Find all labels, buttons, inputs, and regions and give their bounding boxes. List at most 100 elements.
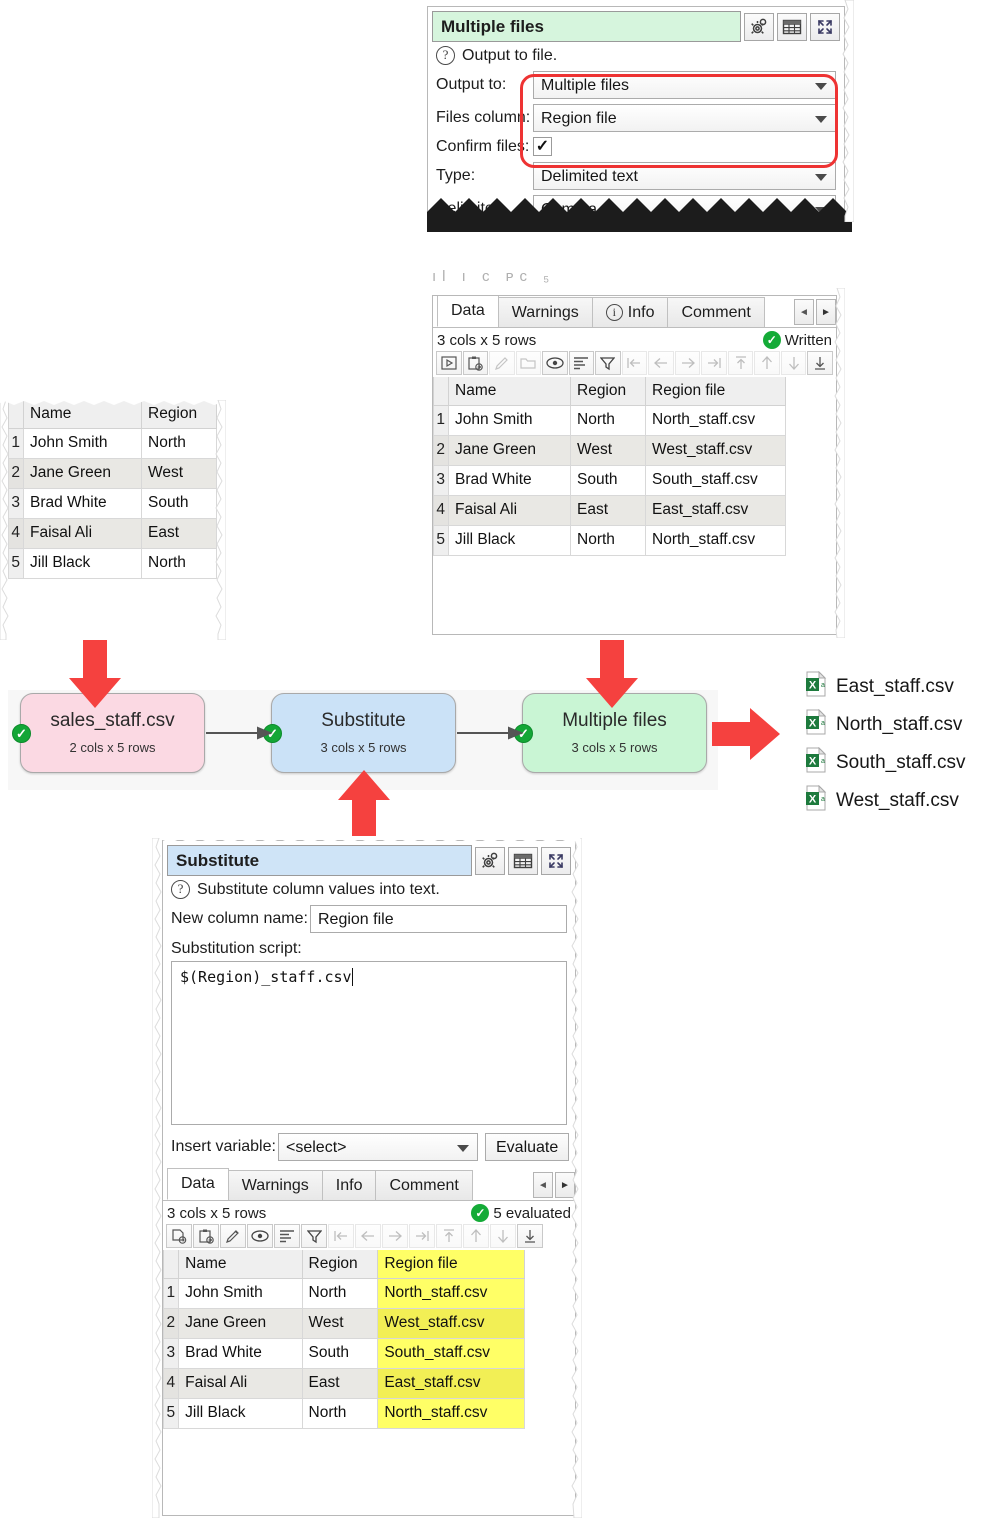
table-cell[interactable]: South [141,487,217,519]
help-icon[interactable]: ? [436,46,455,66]
expand-icon[interactable] [541,846,571,875]
table-cell[interactable]: Faisal Ali [23,517,142,549]
table-cell[interactable]: John Smith [448,404,571,436]
paste-icon[interactable] [462,351,489,375]
table-cell[interactable]: West_staff.csv [645,434,786,466]
table-icon[interactable] [777,12,807,41]
insert-variable-combo[interactable]: <select> [278,1133,478,1162]
list-item[interactable]: X a West_staff.csv [805,782,966,820]
last-row-icon[interactable] [807,351,833,375]
evaluate-button[interactable]: Evaluate [485,1133,570,1162]
table-cell[interactable]: North [141,547,217,579]
table-cell[interactable]: North_staff.csv [377,1397,525,1429]
table-cell[interactable]: North_staff.csv [377,1277,525,1309]
output-to-combo[interactable]: Multiple files [533,71,836,100]
column-header-name[interactable]: Name [23,400,142,429]
edit-icon[interactable] [220,1224,246,1249]
tab-comment[interactable]: Comment [667,297,765,327]
node-name-field[interactable]: Substitute [167,845,472,877]
table-cell[interactable]: John Smith [23,427,142,459]
table-cell[interactable]: North [301,1277,379,1309]
table-cell[interactable]: South_staff.csv [645,464,786,496]
column-header-region[interactable]: Region [301,1250,379,1279]
table-cell[interactable]: North [570,404,646,436]
eye-icon[interactable] [542,351,568,375]
paste-icon[interactable] [193,1224,219,1249]
next-col-icon[interactable] [382,1224,408,1249]
list-item[interactable]: X a North_staff.csv [805,706,966,744]
filter-icon[interactable] [595,351,621,375]
tab-info[interactable]: i Info [591,297,669,327]
last-col-icon[interactable] [701,351,727,375]
last-col-icon[interactable] [409,1224,435,1249]
table-icon[interactable] [508,846,538,875]
run-icon[interactable] [436,351,462,375]
substitution-script-editor[interactable]: $(Region)_staff.csv [171,961,567,1126]
table-cell[interactable]: West [301,1307,379,1339]
tab-data[interactable]: Data [437,296,499,327]
table-cell[interactable]: North_staff.csv [645,404,786,436]
prev-row-icon[interactable] [463,1224,489,1249]
column-header-region[interactable]: Region [570,377,646,406]
tab-data[interactable]: Data [167,1168,229,1201]
table-cell[interactable]: East [570,494,646,526]
table-cell[interactable]: West [570,434,646,466]
node-name-field[interactable]: Multiple files [432,11,741,43]
prev-row-icon[interactable] [754,351,780,375]
next-col-icon[interactable] [674,351,701,375]
delimiter-combo[interactable]: Comma (,) [533,195,836,219]
first-row-icon[interactable] [436,1224,462,1249]
table-cell[interactable]: Jane Green [23,457,142,489]
first-col-icon[interactable] [621,351,648,375]
folder-icon[interactable] [515,351,542,375]
table-cell[interactable]: Faisal Ali [448,494,571,526]
filter-icon[interactable] [301,1224,327,1249]
tab-warnings[interactable]: Warnings [497,297,593,327]
help-icon[interactable]: ? [171,880,190,900]
table-cell[interactable]: Faisal Ali [178,1367,303,1399]
tab-warnings[interactable]: Warnings [227,1170,323,1201]
next-row-icon[interactable] [490,1224,516,1249]
table-cell[interactable]: West [141,457,217,489]
first-row-icon[interactable] [727,351,754,375]
next-row-icon[interactable] [780,351,807,375]
gear-icon[interactable] [744,12,774,41]
table-cell[interactable]: Jill Black [178,1397,303,1429]
first-col-icon[interactable] [328,1224,354,1249]
table-cell[interactable]: North [301,1397,379,1429]
table-cell[interactable]: Jane Green [448,434,571,466]
table-cell[interactable]: South [570,464,646,496]
edit-icon[interactable] [489,351,515,375]
new-column-name-input[interactable]: Region file [310,905,567,934]
table-cell[interactable]: West_staff.csv [377,1307,525,1339]
table-cell[interactable]: Jill Black [23,547,142,579]
column-header-name[interactable]: Name [448,377,571,406]
table-cell[interactable]: Jill Black [448,524,571,556]
table-cell[interactable]: South_staff.csv [377,1337,525,1369]
column-header-region-file[interactable]: Region file [377,1250,525,1279]
table-cell[interactable]: North [570,524,646,556]
last-row-icon[interactable] [517,1224,543,1249]
column-header-region-file[interactable]: Region file [645,377,786,406]
eye-icon[interactable] [247,1224,273,1249]
type-combo[interactable]: Delimited text [533,162,836,191]
list-item[interactable]: X a South_staff.csv [805,744,966,782]
tab-scroll-left-icon[interactable]: ◄ [533,1172,553,1199]
list-item[interactable]: X a East_staff.csv [805,668,966,706]
tab-scroll-left-icon[interactable]: ◄ [794,299,814,325]
table-cell[interactable]: North [141,427,217,459]
column-header-region[interactable]: Region [141,400,217,429]
table-cell[interactable]: Brad White [23,487,142,519]
new-file-icon[interactable] [166,1224,192,1249]
table-cell[interactable]: East_staff.csv [645,494,786,526]
table-cell[interactable]: Jane Green [178,1307,303,1339]
